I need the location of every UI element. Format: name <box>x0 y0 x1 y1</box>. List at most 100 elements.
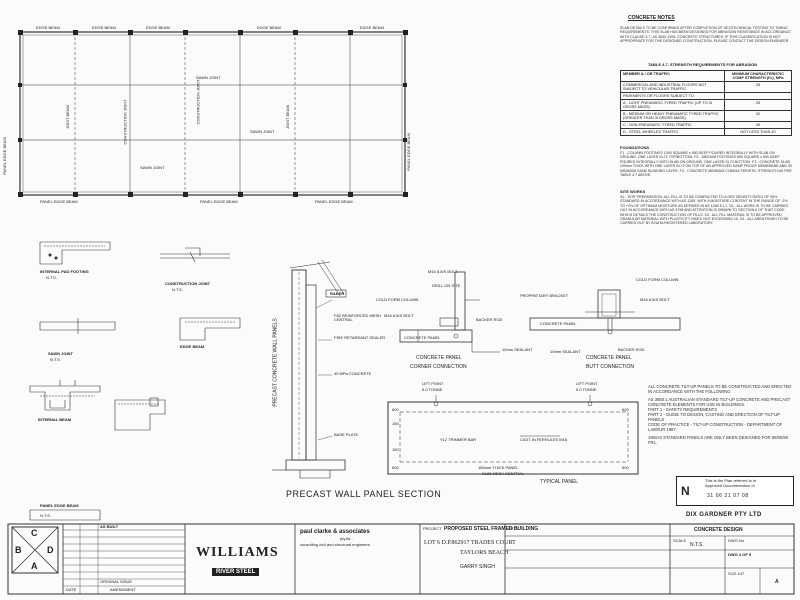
table-cell: 25 <box>724 81 792 93</box>
corner-title-1: CONCRETE PANEL <box>416 355 462 361</box>
logo-letter: A <box>31 561 38 571</box>
detail-scale: N.T.S. <box>46 275 57 280</box>
dim-label: 600 <box>392 407 399 412</box>
corner-title-2: CORNER CONNECTION <box>410 364 467 370</box>
typical-trimmer-bar: Y12 TRIMMER BAR <box>440 437 477 442</box>
dim-label: 600 <box>622 407 629 412</box>
dwg-no-label: DWG No <box>728 538 744 543</box>
table-cell: A - LIGHT PNEUMATIC TYRED TRAFFIC (UP TO… <box>620 99 725 111</box>
corner-cold-form-column: COLD FORM COLUMN <box>376 297 419 302</box>
panel-note: ALL CONCRETE TILT-UP PANELS TO BE CONSTR… <box>648 384 792 394</box>
panel-note: CODE OF PRACTICE - TILT-UP CONSTRUCTION … <box>648 422 783 432</box>
dim-label: 600 <box>622 465 629 470</box>
detail-scale: N.T.S. <box>40 513 51 518</box>
rev-date-label: DATE <box>66 587 77 592</box>
lift-tonne-label: 5.0 TONNE <box>422 387 443 392</box>
plan-label-sawn-joint: SAWN JOINT <box>140 165 165 170</box>
detail-scale: N.T.S. <box>172 287 183 292</box>
corner-bolt-2: M16 8.8/S BOLT <box>384 313 414 318</box>
section-vertical-label: PRECAST CONCRETE WALL PANELS <box>272 318 279 407</box>
table-cell <box>724 92 792 100</box>
rev-header: AS BUILT <box>100 524 119 529</box>
corner-connection <box>399 271 500 353</box>
detail-title-edge-beam: EDGE BEAM <box>180 344 205 349</box>
plan-label-edge-beam: EDGE BEAM <box>257 25 281 30</box>
typical-panel-title: TYPICAL PANEL <box>540 479 579 485</box>
plan-label-construction-joint: CONSTRUCTION JOINT <box>122 99 128 145</box>
table-cell: B - MEDIUM OR HEAVY PNEUMATIC TYRED TRAF… <box>620 110 725 122</box>
logo-letter: D <box>47 545 54 555</box>
table-cell: 40 <box>724 121 792 129</box>
project-lot: LOT 6 D.P.862917 TRADES COURT <box>424 540 516 546</box>
corner-drill: DRILL ON SITE <box>432 283 461 288</box>
wall-section <box>272 259 347 479</box>
rev-amendment-label: AMENDMENT <box>110 587 136 592</box>
butt-connection <box>529 289 681 335</box>
butt-bolt: M16 8.8/S BOLT <box>640 297 670 302</box>
plan-label-sawn-joint: SAWN JOINT <box>196 75 221 80</box>
corner-backer-rod: BACKER ROD <box>476 317 503 322</box>
plan-label-edge-beam: EDGE BEAM <box>36 25 60 30</box>
strength-table-title: TABLE 4.7. STRENGTH REQUIREMENTS FOR ABR… <box>648 62 758 67</box>
plan-label-joist: JOIST BEAM <box>284 105 290 129</box>
project-name: PROPOSED STEEL FRAMED BUILDING <box>444 526 539 532</box>
panel-note: AS 3850.1 AUSTRALIAN STANDARD TILT-UP CO… <box>648 397 791 407</box>
footing-details <box>29 241 241 521</box>
detail-title-internal-pad-footing: INTERNAL PAD FOOTING <box>40 269 89 274</box>
panel-note: PART 1 - SAFETY REQUIREMENTS <box>648 407 718 412</box>
stamp-line: Approved Documentation of <box>705 483 755 488</box>
plan-label-panel-edge-beam: PANEL EDGE BEAM <box>315 199 353 204</box>
plan-label-construction-joint: CONSTRUCTION JOINT <box>195 79 201 125</box>
butt-backer-rod: BACKER ROD <box>618 347 645 352</box>
table-cell: C - NON-PNEUMATIC TYRED TRAFFIC <box>620 121 725 129</box>
detail-title-panel-edge-beam: PANEL EDGE BEAM <box>40 503 79 508</box>
plan-label-panel-edge-beam-right: PANEL EDGE BEAM <box>405 133 411 171</box>
typical-thickness: 180mm THICK PANEL <box>478 465 519 470</box>
table-row: A - LIGHT PNEUMATIC TYRED TRAFFIC (UP TO… <box>620 99 792 111</box>
table-cell: NOT LESS THAN 40 <box>724 128 792 136</box>
site-works-notes: S1 - SITE PREPARATION: ALL FILL IS TO BE… <box>620 195 789 226</box>
corner-concrete-panel: CONCRETE PANEL <box>404 335 441 340</box>
plan-label-edge-beam: EDGE BEAM <box>92 25 116 30</box>
brand-logo-sub: RIVER STEEL <box>212 568 260 576</box>
section-mesh-label: F82 REINFORCED MESH CENTRAL <box>334 313 382 322</box>
section-title: PRECAST WALL PANEL SECTION <box>286 489 442 499</box>
table-cell: PAVEMENTS OR FLOORS SUBJECT TO: <box>620 92 725 100</box>
typical-ferrules: CAST IN FERRULES M16 <box>520 437 568 442</box>
plan-label-panel-edge-beam: PANEL EDGE BEAM <box>200 199 238 204</box>
corner-sealant: 10mm SEALANT <box>502 347 533 352</box>
site-works-heading: SITE WORKS <box>620 189 646 194</box>
typical-panel <box>387 395 639 475</box>
rev-row: ORIGINAL ISSUE <box>100 579 133 584</box>
engineer-name: paul clarke & associates <box>300 529 370 535</box>
butt-title-2: BUTT CONNECTION <box>586 364 634 370</box>
revision-letter: A <box>775 579 779 585</box>
title-label: TITLE <box>508 526 519 531</box>
plan-label-edge-beam: EDGE BEAM <box>146 25 170 30</box>
stamp-letter: N <box>681 484 690 498</box>
butt-concrete-panel: CONCRETE PANEL <box>540 321 577 326</box>
table-cell: 32 <box>724 110 792 122</box>
table-row: COMMERCIAL AND INDUSTRIAL FLOORS NOT SUB… <box>620 81 792 93</box>
foundations-notes: F1 - COLUMN FOOTINGS 1000 SQUARE x 500 D… <box>620 151 792 178</box>
drawing-title: CONCRETE DESIGN <box>694 527 743 533</box>
job-no: SCE-147 <box>728 571 745 576</box>
section-mpa-concrete: 40 MPa CONCRETE <box>334 371 372 376</box>
butt-title-1: CONCRETE PANEL <box>586 355 632 361</box>
dim-label: 150 <box>392 447 399 452</box>
butt-bracket: PROPRIETARY BRACKET <box>520 293 569 298</box>
detail-title-sawn-joint: SAWN JOINT <box>48 351 73 356</box>
brand-logo-main: WILLIAMS <box>196 545 279 560</box>
section-fire-sealer: FIRE RETARDANT SEALER <box>334 335 386 340</box>
table-cell: 25 <box>724 99 792 111</box>
plan-label-edge-beam: EDGE BEAM <box>360 25 384 30</box>
plan-label-joist: JOIST BEAM <box>64 105 70 129</box>
table-row: PAVEMENTS OR FLOORS SUBJECT TO: <box>620 92 792 100</box>
butt-cold-form-column: COLD FORM COLUMN <box>636 277 679 282</box>
detail-scale: N.T.S. <box>50 357 61 362</box>
table-header-strength: MINIMUM CHARACTERISTIC COMP STRENGTH (f'… <box>724 70 792 82</box>
